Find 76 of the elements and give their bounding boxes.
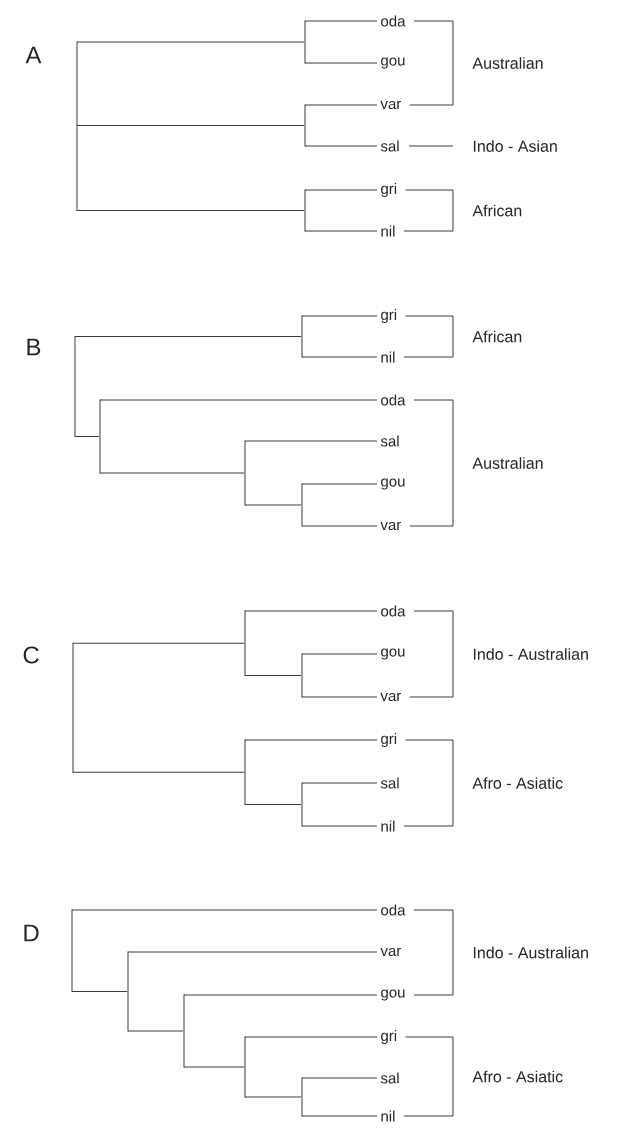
branch-line (304, 62, 378, 64)
taxon-label: gri (381, 1030, 397, 1044)
taxon-label: gri (381, 733, 397, 747)
taxon-label: gou (381, 478, 405, 490)
group-label: Australian (472, 457, 543, 469)
branch-line (301, 483, 378, 485)
group-label: Australian (472, 57, 543, 69)
branch-line (301, 653, 378, 655)
branch-line (127, 1030, 184, 1032)
taxon-label: var (380, 692, 401, 702)
taxon-label: gou (381, 989, 405, 1001)
panel-letter: B (27, 338, 41, 356)
branch-line (244, 804, 302, 805)
branch-line (301, 782, 378, 784)
taxon-label: var (380, 947, 401, 957)
branch-line (301, 525, 378, 527)
taxon-label: oda (381, 605, 406, 617)
branch-line (301, 356, 378, 358)
branch-line (301, 825, 378, 827)
taxon-label: sal (380, 1072, 399, 1084)
branch-line (72, 771, 245, 773)
branch-line (244, 1096, 302, 1098)
group-label: Indo - Australian (473, 648, 588, 660)
branch-line (304, 230, 378, 232)
taxon-label: oda (381, 904, 406, 916)
branch-line (74, 336, 302, 337)
branch-line (127, 951, 378, 953)
branch-line (71, 991, 128, 992)
taxon-label: gri (381, 183, 397, 197)
branch-line (244, 440, 378, 442)
branch-line (244, 610, 378, 612)
taxon-label: nil (381, 820, 395, 832)
taxon-label: nil (381, 225, 395, 237)
branch-line (183, 994, 378, 996)
taxon-label: oda (381, 15, 406, 27)
taxon-label: oda (381, 394, 406, 406)
group-label: Indo - Asian (473, 140, 557, 152)
group-label: African (472, 204, 522, 217)
branch-line (71, 909, 378, 911)
branch-line (244, 504, 302, 506)
branch-line (99, 399, 378, 401)
taxon-label: sal (380, 140, 399, 152)
branch-line (301, 1115, 378, 1117)
branch-line (304, 189, 378, 191)
taxon-label: gou (381, 57, 405, 69)
branch-line (99, 472, 245, 474)
branch-line (76, 125, 305, 126)
branch-line (244, 1036, 378, 1038)
branch-line (304, 145, 378, 147)
branch-line (183, 1066, 245, 1068)
panel-letter: D (24, 924, 39, 942)
branch-line (74, 436, 100, 437)
branch-line (301, 1077, 378, 1079)
taxon-label: sal (380, 435, 399, 447)
branch-line (301, 696, 378, 698)
taxon-label: nil (381, 1110, 395, 1122)
branch-line (244, 675, 302, 676)
branch-line (301, 315, 378, 317)
taxon-label: sal (380, 777, 399, 789)
group-label: Afro - Asiatic (472, 1070, 563, 1083)
branch-line (304, 20, 378, 22)
group-label: African (472, 330, 522, 343)
panel-letter: A (25, 46, 42, 64)
taxon-label: var (380, 521, 401, 531)
taxon-label: gou (381, 648, 405, 660)
group-label: Afro - Asiatic (472, 777, 563, 789)
branch-line (76, 41, 305, 43)
panel-letter: C (23, 646, 39, 664)
taxon-label: gri (381, 309, 397, 323)
branch-line (72, 642, 245, 644)
branch-line (304, 104, 378, 106)
taxon-label: var (380, 100, 401, 110)
branch-line (76, 210, 305, 211)
group-label: Indo - Australian (473, 946, 588, 959)
branch-line (244, 739, 378, 741)
taxon-label: nil (381, 351, 395, 363)
